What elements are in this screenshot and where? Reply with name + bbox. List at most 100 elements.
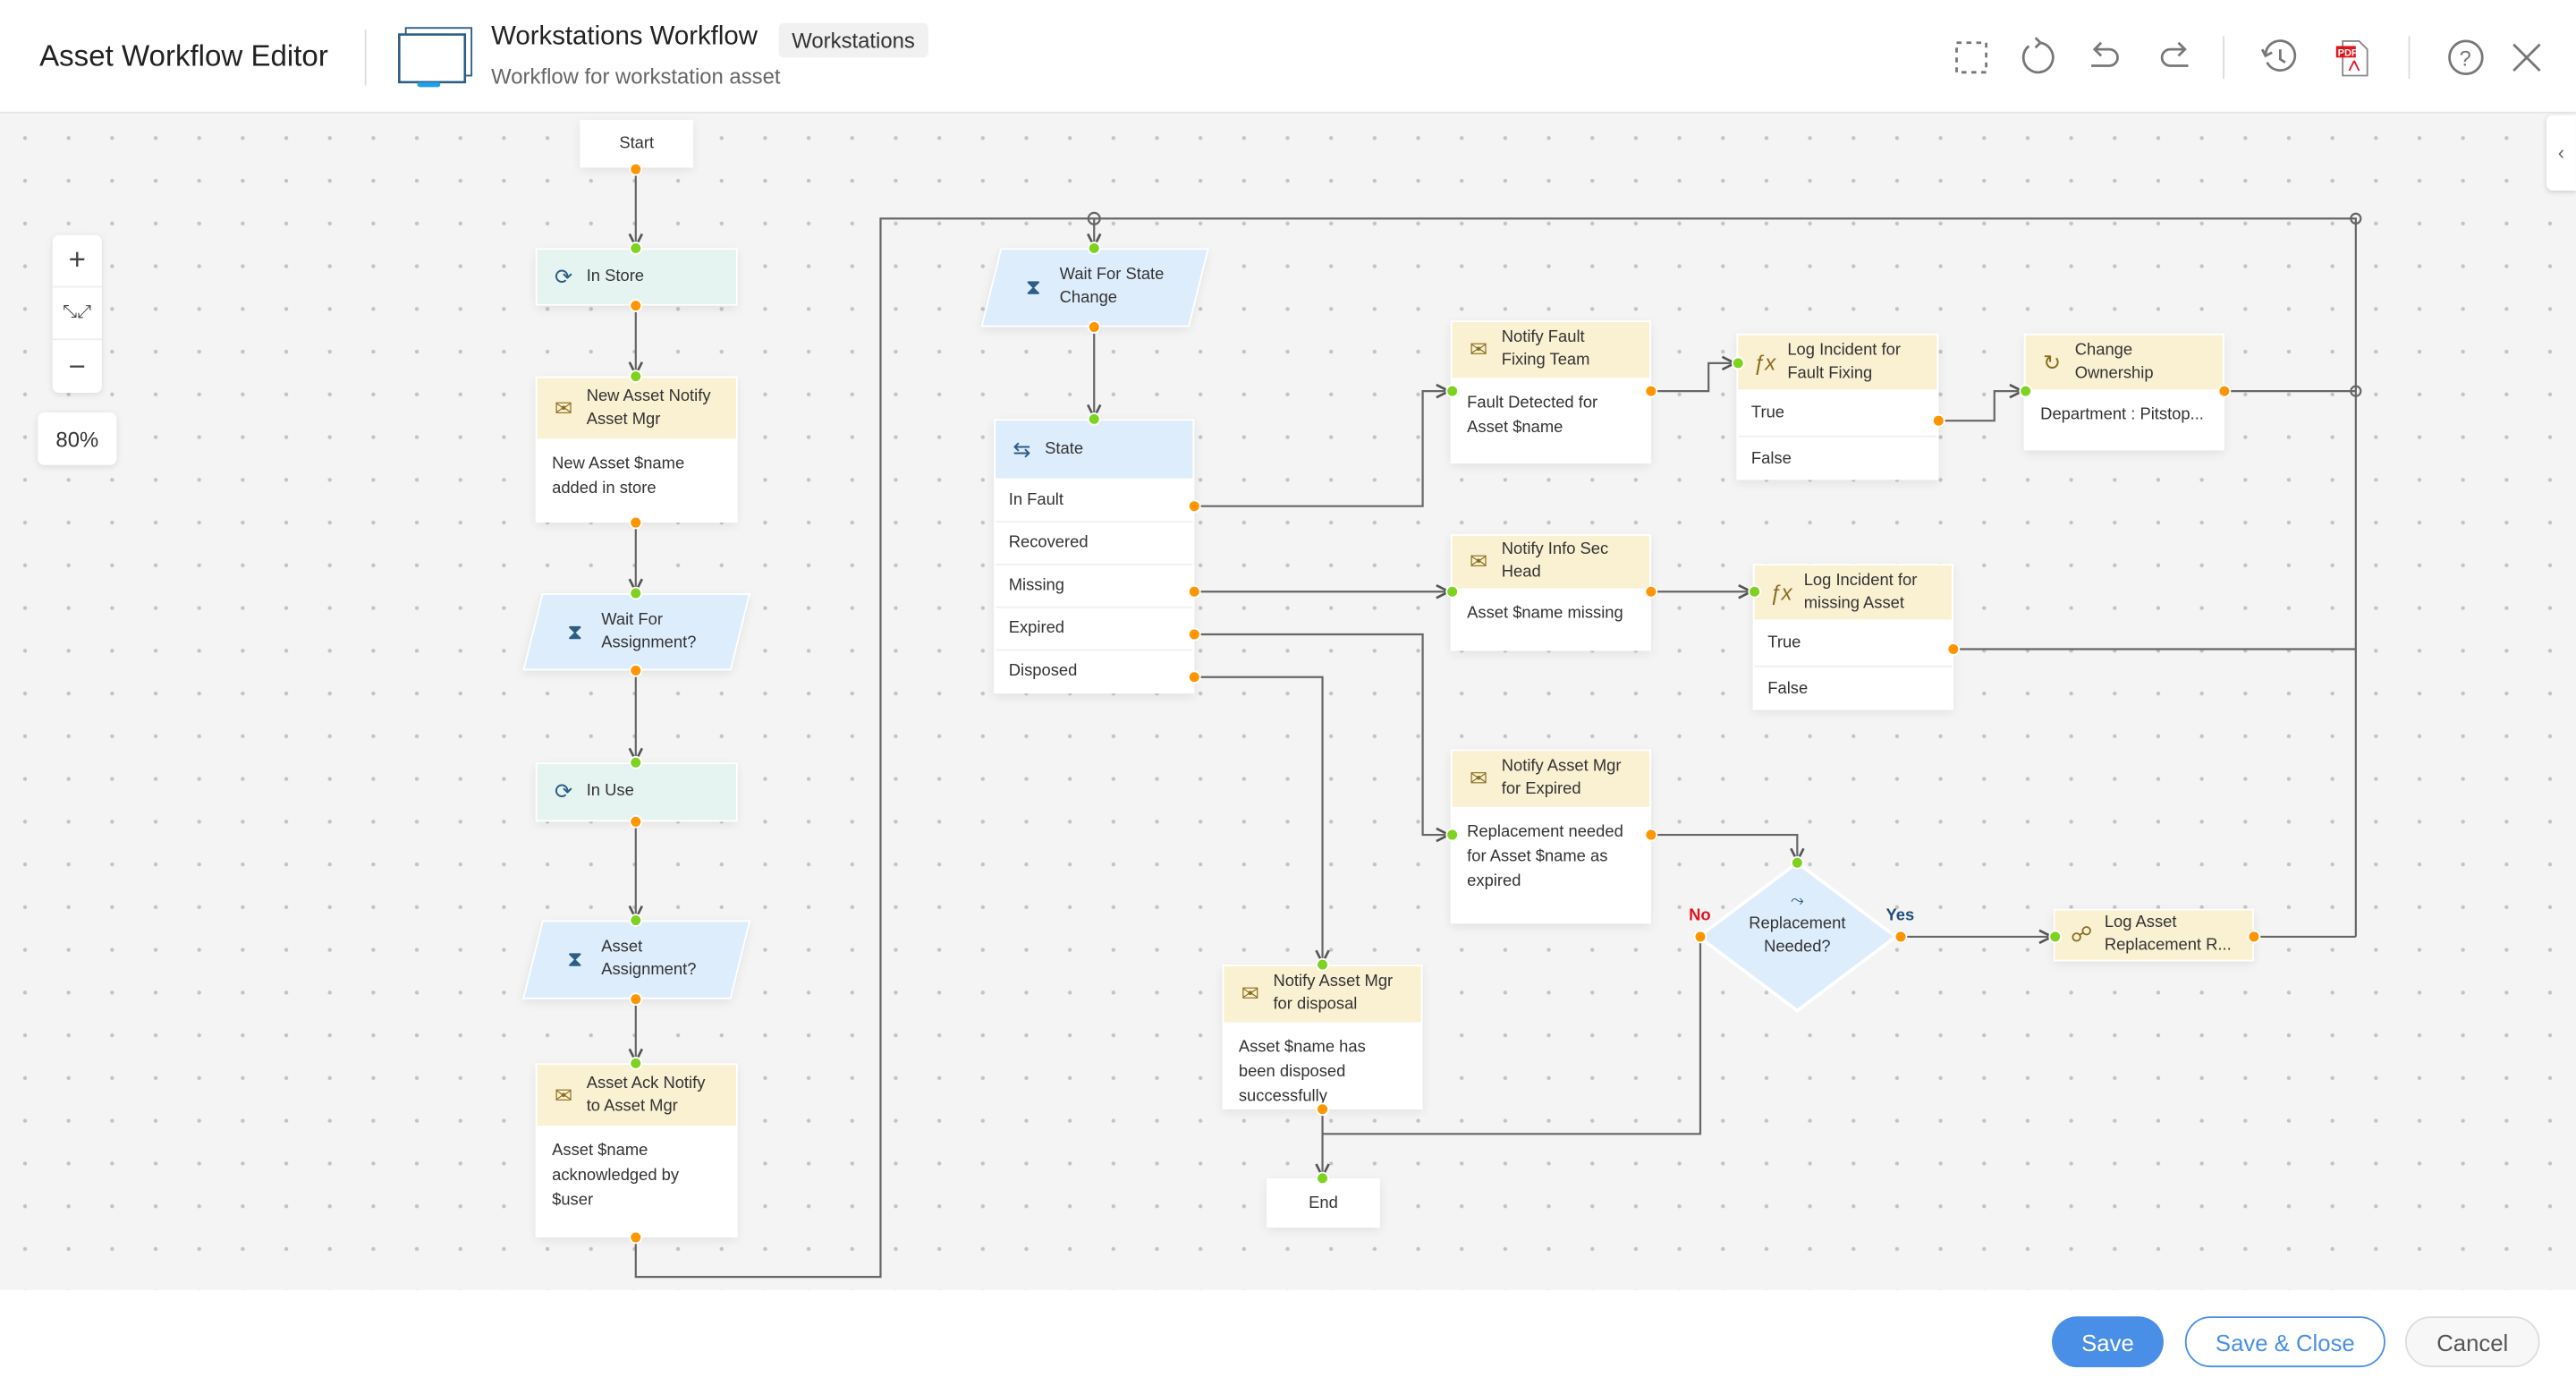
output-port[interactable] (1644, 828, 1658, 842)
input-port[interactable] (1087, 241, 1101, 255)
input-port[interactable] (629, 914, 643, 927)
node-body: Department : Pitstop... (2040, 405, 2204, 424)
output-port[interactable] (629, 162, 643, 176)
pdf-export-icon[interactable]: PDF (2331, 36, 2374, 79)
output-port[interactable] (1087, 320, 1101, 334)
history-icon[interactable] (2258, 36, 2301, 79)
node-title: Log Incident for Fault Fixing (1787, 341, 1901, 383)
output-port[interactable] (1644, 584, 1658, 599)
start-node[interactable]: Start (580, 120, 694, 168)
input-port[interactable] (1087, 412, 1101, 426)
email-icon: ✉ (554, 395, 573, 421)
output-port[interactable] (629, 515, 643, 530)
workstation-icon (398, 27, 473, 88)
svg-text:?: ? (2460, 47, 2471, 71)
node-state-switch[interactable]: ⇆State In Fault Recovered Missing Expire… (994, 419, 1195, 694)
refresh-icon[interactable] (2016, 36, 2059, 79)
state-option-disposed[interactable]: Disposed (996, 649, 1193, 692)
end-node[interactable]: End (1267, 1177, 1380, 1228)
input-port[interactable] (629, 586, 643, 600)
redo-icon[interactable] (2154, 36, 2197, 79)
output-port[interactable] (1187, 584, 1201, 599)
node-wait-for-assignment[interactable]: ⧗Wait For Assignment? (522, 593, 751, 671)
branch-true[interactable]: True (1767, 633, 1801, 652)
workflow-subtitle: Workflow for workstation asset (491, 64, 781, 89)
input-port[interactable] (1445, 584, 1459, 599)
output-port[interactable] (1946, 642, 1961, 656)
input-port[interactable] (1445, 828, 1459, 842)
fit-to-screen-icon[interactable]: ⤡⤢ (52, 287, 102, 341)
output-port[interactable] (1931, 413, 1945, 428)
undo-icon[interactable] (2083, 36, 2126, 79)
output-port[interactable] (1894, 930, 1908, 944)
status-cycle-icon: ⟳ (554, 778, 573, 804)
input-port[interactable] (1316, 957, 1329, 972)
input-port[interactable] (1748, 584, 1761, 599)
output-port[interactable] (629, 992, 643, 1007)
hourglass-icon: ⧗ (567, 946, 583, 972)
input-port[interactable] (1316, 1171, 1329, 1186)
output-port[interactable] (629, 1230, 643, 1245)
save-button[interactable]: Save (2052, 1316, 2164, 1368)
input-port[interactable] (1445, 384, 1459, 398)
branch-true[interactable]: True (1750, 403, 1785, 422)
output-port[interactable] (2217, 384, 2232, 398)
zoom-out-button[interactable]: − (68, 349, 86, 383)
input-port[interactable] (629, 755, 643, 769)
node-body: Asset $name missing (1467, 604, 1623, 624)
node-title: State (1045, 439, 1084, 458)
zoom-in-button[interactable]: + (52, 235, 102, 288)
input-port[interactable] (1731, 356, 1745, 370)
state-option-recovered[interactable]: Recovered (996, 521, 1193, 564)
branch-no-label: No (1689, 906, 1711, 926)
node-in-use[interactable]: ⟳In Use (535, 762, 738, 822)
workflow-canvas[interactable] (0, 113, 2576, 1290)
output-port[interactable] (1187, 499, 1201, 514)
save-and-close-button[interactable]: Save & Close (2184, 1316, 2385, 1368)
collapse-panel-button[interactable]: ‹ (2546, 115, 2576, 191)
node-title: Change Ownership (2074, 341, 2154, 383)
webhook-icon: ☍ (2070, 922, 2093, 947)
node-wait-for-state-change[interactable]: ⧗Wait For State Change (980, 248, 1209, 327)
close-icon[interactable] (2505, 36, 2548, 79)
input-port[interactable] (2019, 384, 2032, 398)
output-port[interactable] (2247, 930, 2261, 944)
output-port[interactable] (1644, 384, 1658, 398)
state-option-missing[interactable]: Missing (996, 563, 1193, 607)
input-port[interactable] (629, 370, 643, 383)
output-port[interactable] (1693, 930, 1707, 944)
help-icon[interactable]: ? (2445, 36, 2487, 79)
node-log-asset-replacement[interactable]: ☍Log Asset Replacement R... (2053, 908, 2254, 962)
node-in-store[interactable]: ⟳In Store (535, 248, 738, 306)
divider (2408, 36, 2411, 80)
input-port[interactable] (629, 1056, 643, 1070)
input-port[interactable] (629, 241, 643, 255)
input-port[interactable] (2048, 930, 2063, 944)
output-port[interactable] (1316, 1102, 1329, 1117)
state-option-expired[interactable]: Expired (996, 606, 1193, 650)
email-icon: ✉ (1470, 336, 1488, 362)
cancel-button[interactable]: Cancel (2404, 1316, 2540, 1368)
branch-false[interactable]: False (1754, 665, 1952, 711)
select-area-icon[interactable] (1950, 36, 1993, 79)
input-port[interactable] (1791, 855, 1804, 870)
output-port[interactable] (1187, 627, 1201, 642)
node-replacement-decision[interactable] (1692, 860, 1902, 1015)
output-port[interactable] (629, 815, 643, 829)
node-asset-assignment[interactable]: ⧗Asset Assignment? (522, 920, 751, 999)
branch-false[interactable]: False (1738, 435, 1937, 481)
workflow-tag: Workstations (778, 22, 928, 58)
state-option-in-fault[interactable]: In Fault (1008, 490, 1064, 509)
output-port[interactable] (629, 299, 643, 312)
output-port[interactable] (629, 664, 643, 677)
output-port[interactable] (1187, 670, 1201, 684)
